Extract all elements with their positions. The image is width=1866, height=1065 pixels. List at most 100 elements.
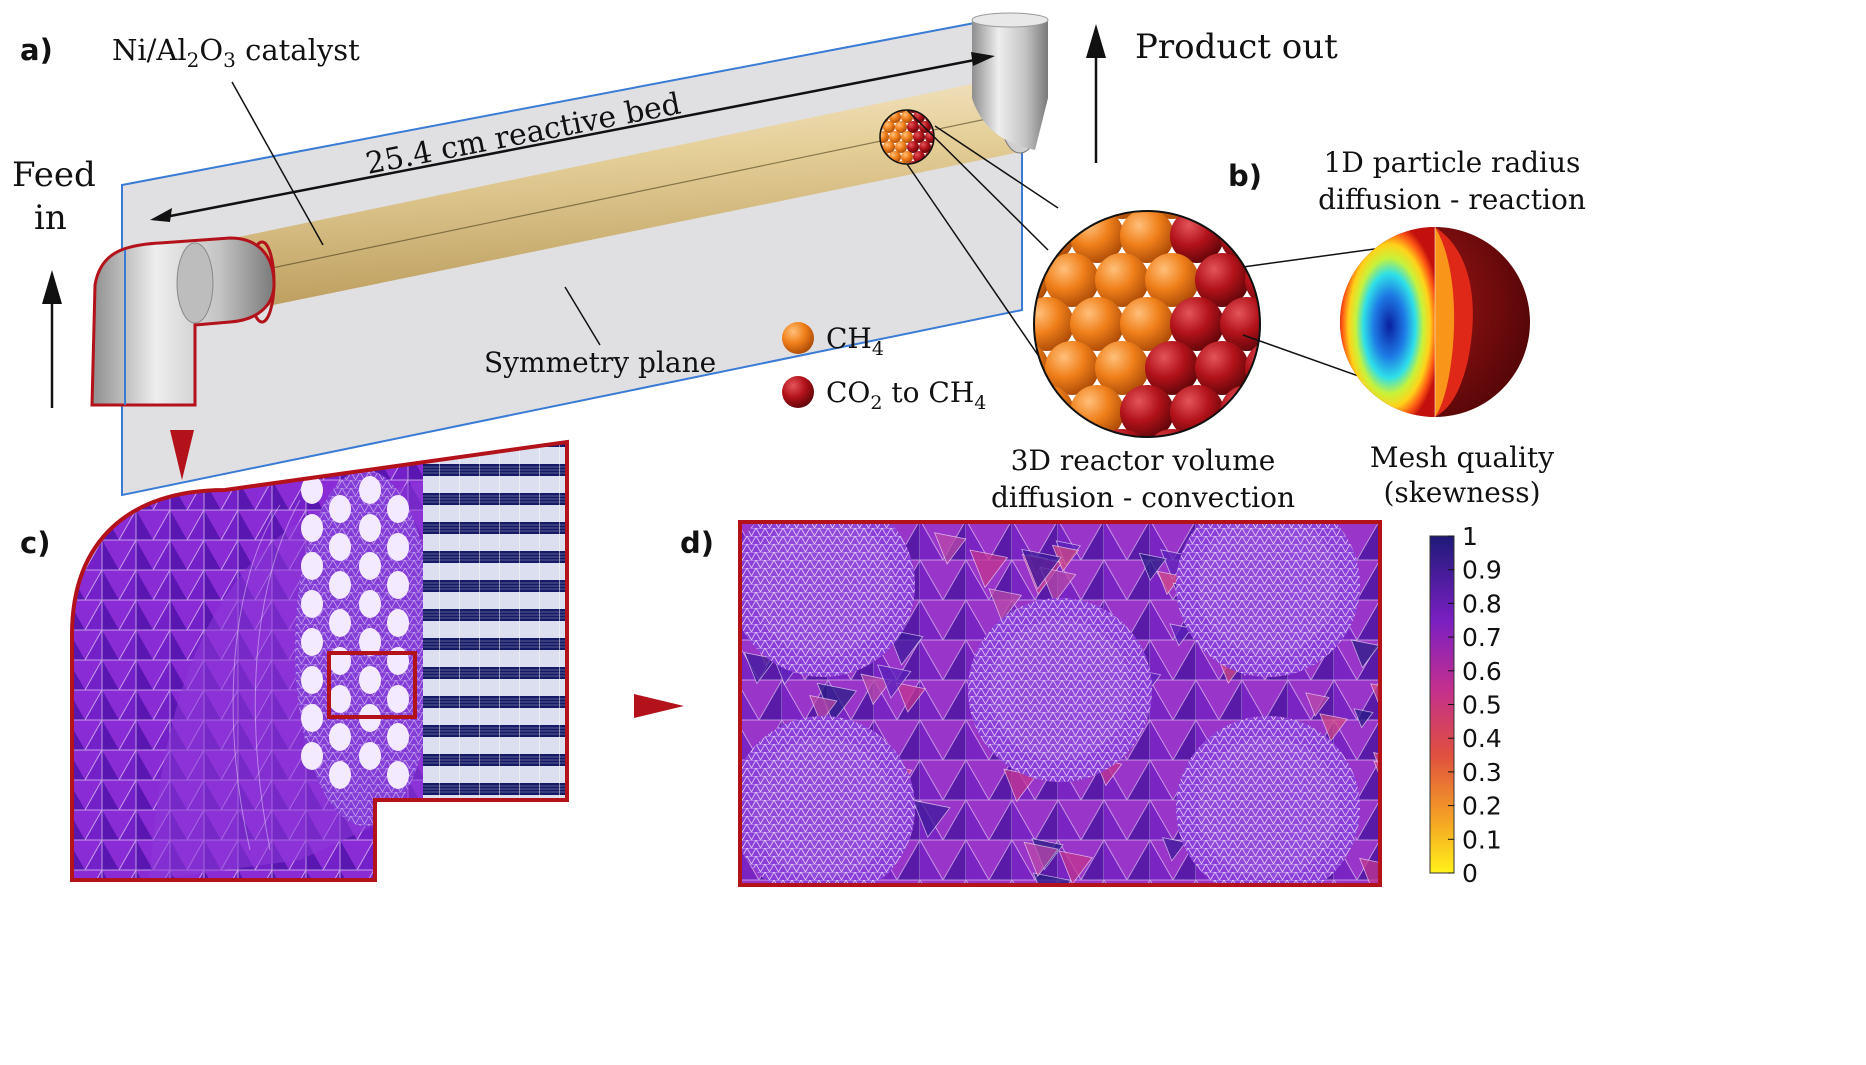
mesh-element <box>1353 708 1374 729</box>
species-legend: CH4 CO2 to CH4 <box>782 322 986 414</box>
inlet-mesh <box>70 439 569 882</box>
colorbar-tick-label: 1 <box>1462 522 1478 551</box>
mesh-element <box>860 673 892 706</box>
product-out-label: Product out <box>1135 27 1338 67</box>
co2-particle <box>1145 341 1199 395</box>
pointer-arrow-right <box>634 694 684 718</box>
ch4-particle <box>1034 341 1049 395</box>
co2-particle <box>1245 341 1260 395</box>
ch4-particle <box>1145 253 1199 307</box>
mesh-element <box>1305 692 1330 717</box>
ch4-particle <box>1120 211 1174 263</box>
panel-label-b: b) <box>1228 159 1262 193</box>
mesh-element <box>969 549 1009 589</box>
particle-hole <box>301 552 323 580</box>
colorbar-tick-label: 0.9 <box>1462 556 1502 585</box>
panel-label-c: c) <box>20 526 50 560</box>
mesh-element <box>1161 837 1187 862</box>
particle-hole <box>329 609 351 637</box>
zoom-line-top <box>906 109 1049 251</box>
particle-hole <box>301 704 323 732</box>
mesh-element <box>743 652 777 685</box>
co2-particle <box>925 131 934 143</box>
colorbar-title-line2: (skewness) <box>1383 476 1540 509</box>
panel-label-d: d) <box>680 526 714 560</box>
skewness-colorbar: 10.90.80.70.60.50.40.30.20.10 <box>1429 522 1502 888</box>
symmetry-plane-label: Symmetry plane <box>484 346 716 379</box>
ch4-particle <box>1070 297 1124 351</box>
panel-label-a: a) <box>20 33 53 67</box>
particle-hole <box>359 742 381 770</box>
ch4-particle <box>1095 253 1149 307</box>
mesh-element <box>1021 548 1062 590</box>
particle-hole <box>387 571 409 599</box>
particle-hole <box>359 552 381 580</box>
legend-marker-ch4 <box>782 322 814 354</box>
particle-hole <box>359 476 381 504</box>
ch4-particle <box>1120 297 1174 351</box>
ch4-particle <box>889 131 901 143</box>
colorbar-tick-label: 0.4 <box>1462 724 1502 753</box>
mesh-element <box>933 532 967 565</box>
particle-hole <box>329 571 351 599</box>
particle-label-line1: 1D particle radius <box>1324 146 1581 179</box>
particle-hole <box>301 628 323 656</box>
mesh-element <box>1039 566 1077 604</box>
particle-hole <box>387 685 409 713</box>
particle-hole <box>329 533 351 561</box>
ch4-particle <box>883 121 895 133</box>
colorbar-tick-label: 0.2 <box>1462 792 1502 821</box>
ch4-particle <box>1045 253 1099 307</box>
zoomed-mesh <box>738 520 1382 887</box>
particle-hole <box>301 476 323 504</box>
particle-label-line2: diffusion - reaction <box>1318 183 1586 216</box>
particle-hole <box>301 666 323 694</box>
particle-hole <box>359 514 381 542</box>
mesh-element <box>1058 850 1093 885</box>
catalyst-label: Ni/Al2O3 catalyst <box>112 33 360 72</box>
inlet-elbow <box>90 236 276 407</box>
particle-hole <box>387 609 409 637</box>
ch4-particle <box>1034 297 1074 351</box>
legend-ch4: CH <box>826 322 872 355</box>
ch4-particle <box>1045 341 1099 395</box>
feed-label-line1: Feed <box>12 155 96 195</box>
ch4-particle <box>895 121 907 133</box>
ch4-particle <box>883 141 895 153</box>
reactor-illustration <box>42 12 1106 497</box>
volume-label-line2: diffusion - convection <box>991 481 1295 514</box>
colorbar-tick-label: 0.1 <box>1462 825 1502 854</box>
colorbar-tick-label: 0.6 <box>1462 657 1502 686</box>
particle-hole <box>359 666 381 694</box>
co2-particle <box>1220 385 1260 437</box>
zoom-line-right <box>934 125 1059 209</box>
co2-particle <box>907 121 919 133</box>
colorbar-tick-label: 0 <box>1462 859 1478 888</box>
legend-marker-co2 <box>782 376 814 408</box>
particle-hole <box>329 495 351 523</box>
particle-hole <box>359 590 381 618</box>
colorbar-title-line1: Mesh quality <box>1370 441 1554 474</box>
particle-hole <box>301 514 323 542</box>
packing-zoom-circle <box>1033 210 1261 438</box>
mesh-element <box>809 694 838 724</box>
zoom-region-box <box>327 651 417 719</box>
svg-text:CO2 to CH4: CO2 to CH4 <box>826 376 986 414</box>
particle-hole <box>387 723 409 751</box>
product-arrow <box>1086 24 1106 163</box>
ch4-particle <box>901 151 913 163</box>
colorbar-tick-label: 0.7 <box>1462 623 1502 652</box>
co2-particle <box>913 131 925 143</box>
co2-particle <box>1170 297 1224 351</box>
colorbar-tick-label: 0.8 <box>1462 589 1502 618</box>
mesh-element <box>1138 552 1167 582</box>
co2-particle <box>919 141 931 153</box>
particle-hole <box>329 685 351 713</box>
ch4-particle <box>901 131 913 143</box>
mesh-element <box>1023 841 1059 878</box>
particle-hole <box>387 533 409 561</box>
mesh-element <box>1319 713 1348 742</box>
mesh-element <box>1169 623 1193 647</box>
pointer-arrow-down <box>170 430 194 480</box>
